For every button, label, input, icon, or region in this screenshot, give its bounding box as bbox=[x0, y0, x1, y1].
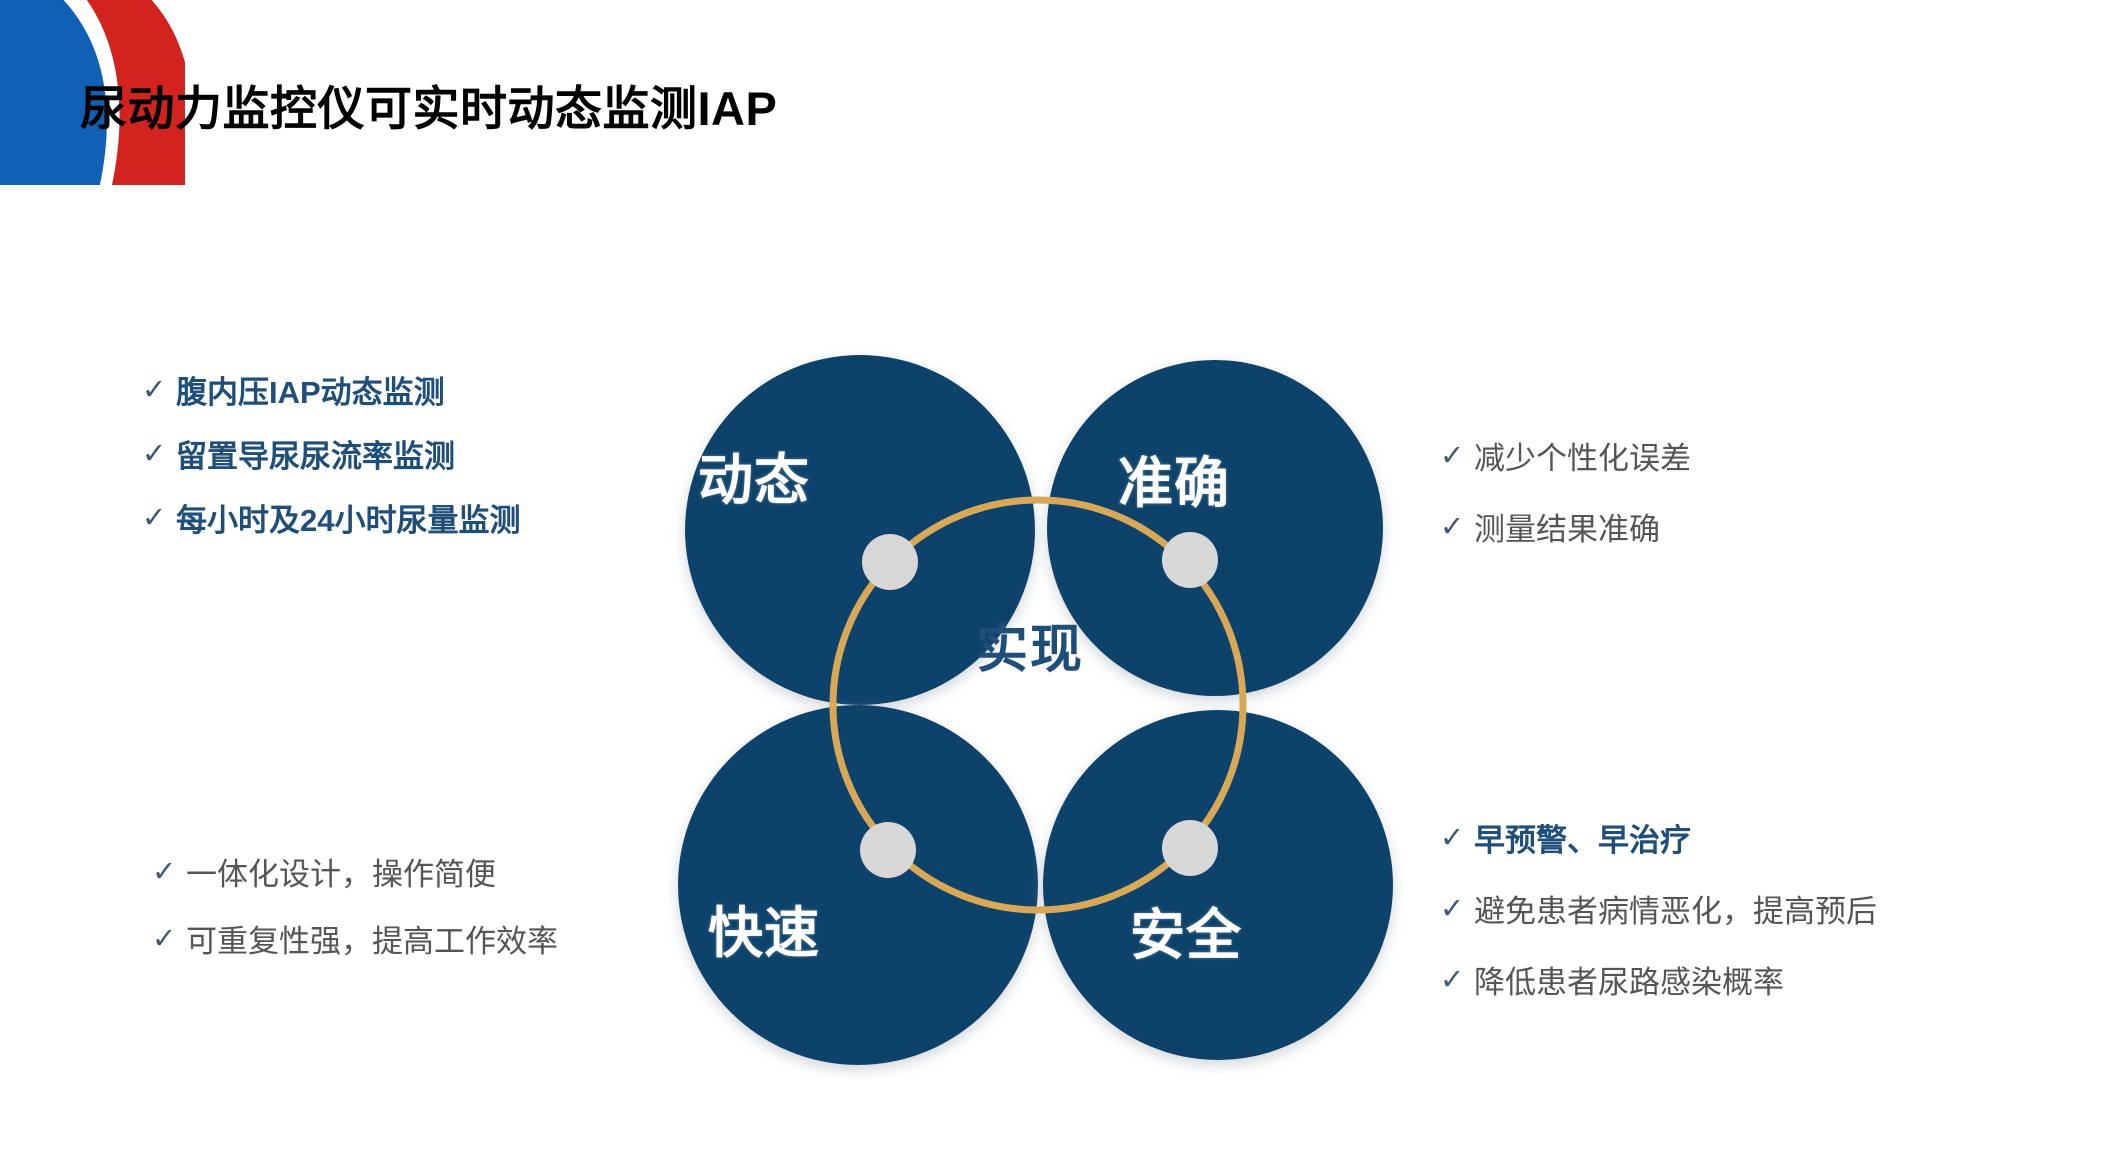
list-item-label: 测量结果准确 bbox=[1474, 511, 1660, 547]
check-icon: ✓ bbox=[1440, 440, 1465, 472]
feature-list-top-right: ✓ 减少个性化误差 ✓ 测量结果准确 bbox=[1440, 440, 1691, 582]
node-circle-fast bbox=[678, 705, 1038, 1065]
check-icon: ✓ bbox=[152, 856, 177, 888]
feature-list-bottom-left: ✓ 一体化设计，操作简便 ✓ 可重复性强，提高工作效率 bbox=[152, 856, 558, 990]
list-item: ✓ 减少个性化误差 bbox=[1440, 440, 1691, 479]
check-icon: ✓ bbox=[142, 374, 167, 406]
list-item-label: 降低患者尿路感染概率 bbox=[1474, 964, 1784, 1000]
connector-dot bbox=[1162, 532, 1218, 588]
node-circle-dynamic bbox=[685, 355, 1035, 705]
gold-connector-ring bbox=[829, 496, 1247, 914]
node-circle-accurate bbox=[1047, 360, 1383, 696]
page-title: 尿动力监控仪可实时动态监测IAP bbox=[80, 82, 778, 135]
list-item-label: 一体化设计，操作简便 bbox=[186, 857, 496, 892]
connector-dot bbox=[1162, 820, 1218, 876]
four-node-circle-diagram: 动态 准确 快速 安全 实现 bbox=[650, 320, 1410, 1080]
check-icon: ✓ bbox=[152, 922, 177, 955]
node-label-safe: 安全 bbox=[1130, 904, 1243, 966]
node-circle-safe bbox=[1043, 710, 1393, 1060]
check-icon: ✓ bbox=[1440, 822, 1465, 854]
list-item-label: 每小时及24小时尿量监测 bbox=[176, 502, 521, 538]
list-item-label: 减少个性化误差 bbox=[1474, 441, 1691, 476]
list-item: ✓ 一体化设计，操作简便 bbox=[152, 856, 558, 895]
list-item: ✓ 留置导尿尿流率监测 bbox=[142, 438, 520, 477]
list-item-label: 避免患者病情恶化，提高预后 bbox=[1474, 893, 1877, 929]
list-item: ✓ 避免患者病情恶化，提高预后 bbox=[1440, 893, 1877, 932]
node-label-dynamic: 动态 bbox=[698, 449, 811, 511]
list-item-label: 腹内压IAP动态监测 bbox=[176, 375, 445, 410]
feature-list-top-left: ✓ 腹内压IAP动态监测 ✓ 留置导尿尿流率监测 ✓ 每小时及24小时尿量监测 bbox=[142, 374, 520, 565]
list-item-label: 可重复性强，提高工作效率 bbox=[186, 923, 558, 959]
list-item-label: 留置导尿尿流率监测 bbox=[176, 438, 455, 474]
check-icon: ✓ bbox=[1440, 510, 1465, 543]
node-label-fast: 快速 bbox=[708, 902, 821, 964]
list-item: ✓ 早预警、早治疗 bbox=[1440, 822, 1877, 861]
list-item: ✓ 每小时及24小时尿量监测 bbox=[142, 502, 520, 541]
check-icon: ✓ bbox=[1440, 892, 1465, 925]
check-icon: ✓ bbox=[1440, 963, 1465, 996]
list-item: ✓ 可重复性强，提高工作效率 bbox=[152, 923, 558, 962]
check-icon: ✓ bbox=[142, 437, 167, 470]
diagram-center-label: 实现 bbox=[975, 621, 1084, 679]
feature-list-bottom-right: ✓ 早预警、早治疗 ✓ 避免患者病情恶化，提高预后 ✓ 降低患者尿路感染概率 bbox=[1440, 822, 1877, 1034]
node-label-accurate: 准确 bbox=[1118, 452, 1231, 514]
connector-dot bbox=[860, 822, 916, 878]
list-item: ✓ 降低患者尿路感染概率 bbox=[1440, 964, 1877, 1003]
check-icon: ✓ bbox=[142, 501, 167, 534]
list-item-label: 早预警、早治疗 bbox=[1474, 823, 1691, 858]
connector-dot bbox=[862, 534, 918, 590]
list-item: ✓ 腹内压IAP动态监测 bbox=[142, 374, 520, 413]
list-item: ✓ 测量结果准确 bbox=[1440, 511, 1691, 550]
